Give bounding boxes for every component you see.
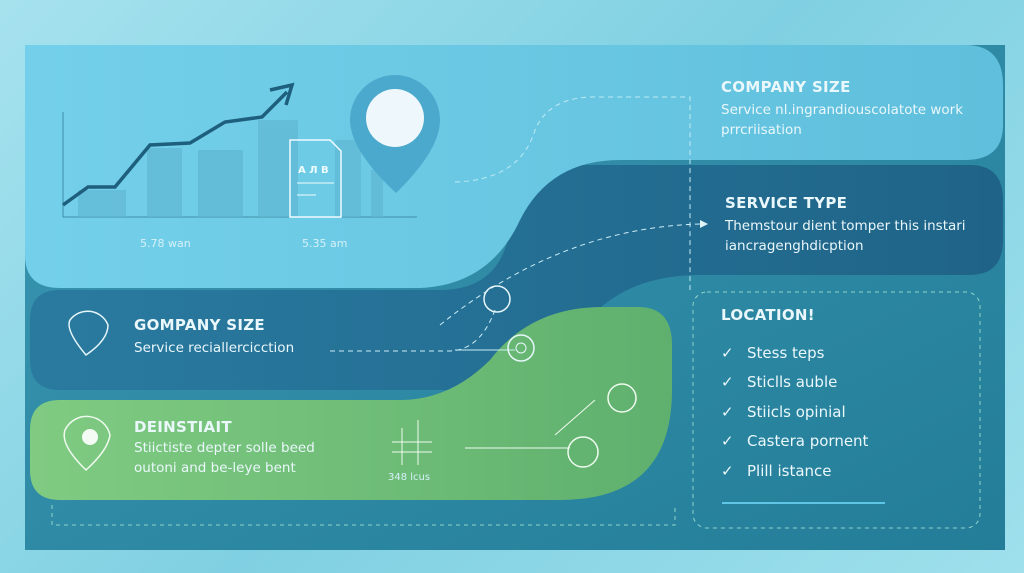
trend-line [61, 90, 289, 207]
panel-text: outoni and be-leye bent [134, 460, 296, 476]
list-item: ✓ Castera pornent [721, 427, 868, 457]
bar [258, 120, 298, 217]
panel-destination: DEINSTIAIT Stiictiste depter solle beed … [134, 418, 315, 478]
list-item-label: Plill istance [747, 461, 832, 480]
panel-text: Stiictiste depter solle beed [134, 440, 315, 456]
location-list: ✓ Stess teps ✓ Sticlls auble ✓ Stiicls opin… [721, 338, 868, 486]
check-icon: ✓ [721, 402, 734, 421]
panel-company-size-left: GOMPANY SIZE Service reciallercicction [134, 316, 294, 358]
list-item: ✓ Sticlls auble [721, 368, 868, 398]
panel-title: LOCATION! [721, 306, 815, 324]
check-icon: ✓ [721, 432, 734, 451]
gear-pin-icon [68, 310, 109, 357]
panel-text: iancragenghdicption [725, 238, 864, 254]
x-label-2: 5.35 am [302, 237, 348, 250]
destination-caption: 348 lcus [388, 472, 431, 483]
globe-icon [607, 383, 637, 413]
check-icon: ✓ [721, 343, 734, 362]
list-item-label: Castera pornent [747, 432, 869, 451]
connector-dashed [454, 96, 691, 290]
list-item: ✓ Stiicls opinial [721, 397, 868, 427]
document-label: A Л B [298, 165, 329, 176]
bar [371, 170, 383, 217]
document-icon [289, 139, 342, 218]
list-item-label: Stiicls opinial [747, 402, 846, 421]
list-item: ✓ Stess teps [721, 338, 868, 368]
x-label-1: 5.78 wan [140, 237, 191, 250]
bar [198, 150, 243, 217]
panel-title: GOMPANY SIZE [134, 316, 265, 334]
panel-title: DEINSTIAIT [134, 418, 232, 436]
service-type-band [30, 165, 1003, 390]
bar [147, 148, 182, 217]
list-item: ✓ Plill istance [721, 456, 868, 486]
check-icon: ✓ [721, 461, 734, 480]
grid-map-icon [392, 420, 432, 465]
panel-service-type: SERVICE TYPE Themstour dient tomper this… [725, 194, 966, 256]
panel-company-size: COMPANY SIZE Service nl.ingrandiouscolat… [721, 78, 963, 140]
panel-text: Themstour dient tomper this instari [725, 218, 966, 234]
bar [78, 190, 126, 217]
check-icon: ✓ [721, 373, 734, 392]
destination-band [30, 307, 672, 500]
growth-chart [61, 75, 440, 218]
location-box [692, 291, 981, 529]
building-icon [567, 436, 599, 468]
panel-text: prrcriisation [721, 122, 802, 138]
target-icon [507, 334, 535, 362]
panel-text: Service nl.ingrandiouscolatote work [721, 102, 964, 118]
user-icon [483, 285, 511, 313]
panel-title: SERVICE TYPE [725, 194, 848, 212]
panel-text: Service reciallercicction [134, 340, 295, 356]
list-item-label: Sticlls auble [747, 373, 838, 392]
bar [335, 140, 361, 217]
panel-title: COMPANY SIZE [721, 78, 851, 96]
arrow-icon [269, 82, 295, 106]
company-size-band [25, 45, 1003, 288]
pin-icon [63, 415, 111, 472]
list-item-label: Stess teps [747, 343, 825, 362]
panel-location: LOCATION! ✓ Stess teps ✓ Sticlls auble ✓ St… [721, 306, 868, 486]
